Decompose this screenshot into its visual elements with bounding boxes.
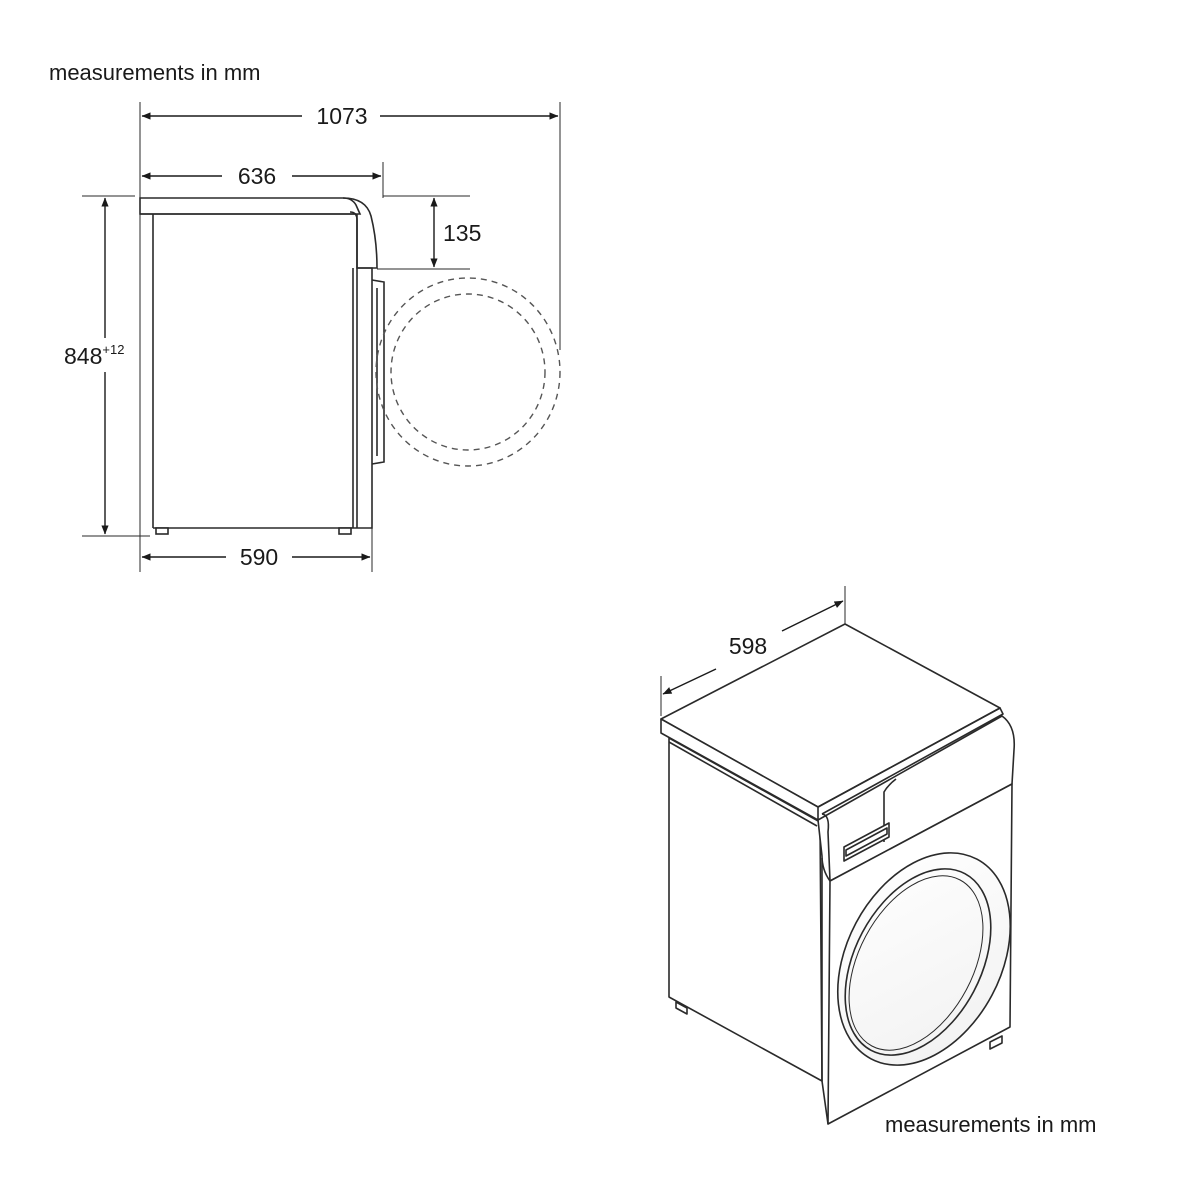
extension-lines (82, 102, 561, 572)
dimension-lines (101, 112, 559, 561)
dim-door-offset: 135 (443, 220, 481, 246)
iso-extension-lines (660, 586, 846, 716)
foot-front (989, 1035, 1003, 1050)
side-view: 1073 636 135 848+12 590 (64, 102, 561, 572)
dim-top-depth: 636 (238, 163, 276, 189)
measurements-caption-top: measurements in mm (49, 60, 261, 85)
isometric-view: 598 (660, 586, 1016, 1125)
foot-left (675, 1001, 688, 1015)
dim-height: 848+12 (64, 342, 124, 369)
dim-height-tolerance: +12 (102, 342, 124, 357)
dim-total-depth: 1073 (316, 103, 367, 129)
dim-iso-width: 598 (729, 633, 767, 659)
door-inner-ring (844, 868, 992, 1056)
cabinet-side (139, 197, 385, 535)
iso-dimension-line (662, 600, 844, 695)
dim-body-depth: 590 (240, 544, 278, 570)
door-swing-arc (375, 277, 561, 467)
measurements-caption-bottom: measurements in mm (885, 1112, 1097, 1137)
